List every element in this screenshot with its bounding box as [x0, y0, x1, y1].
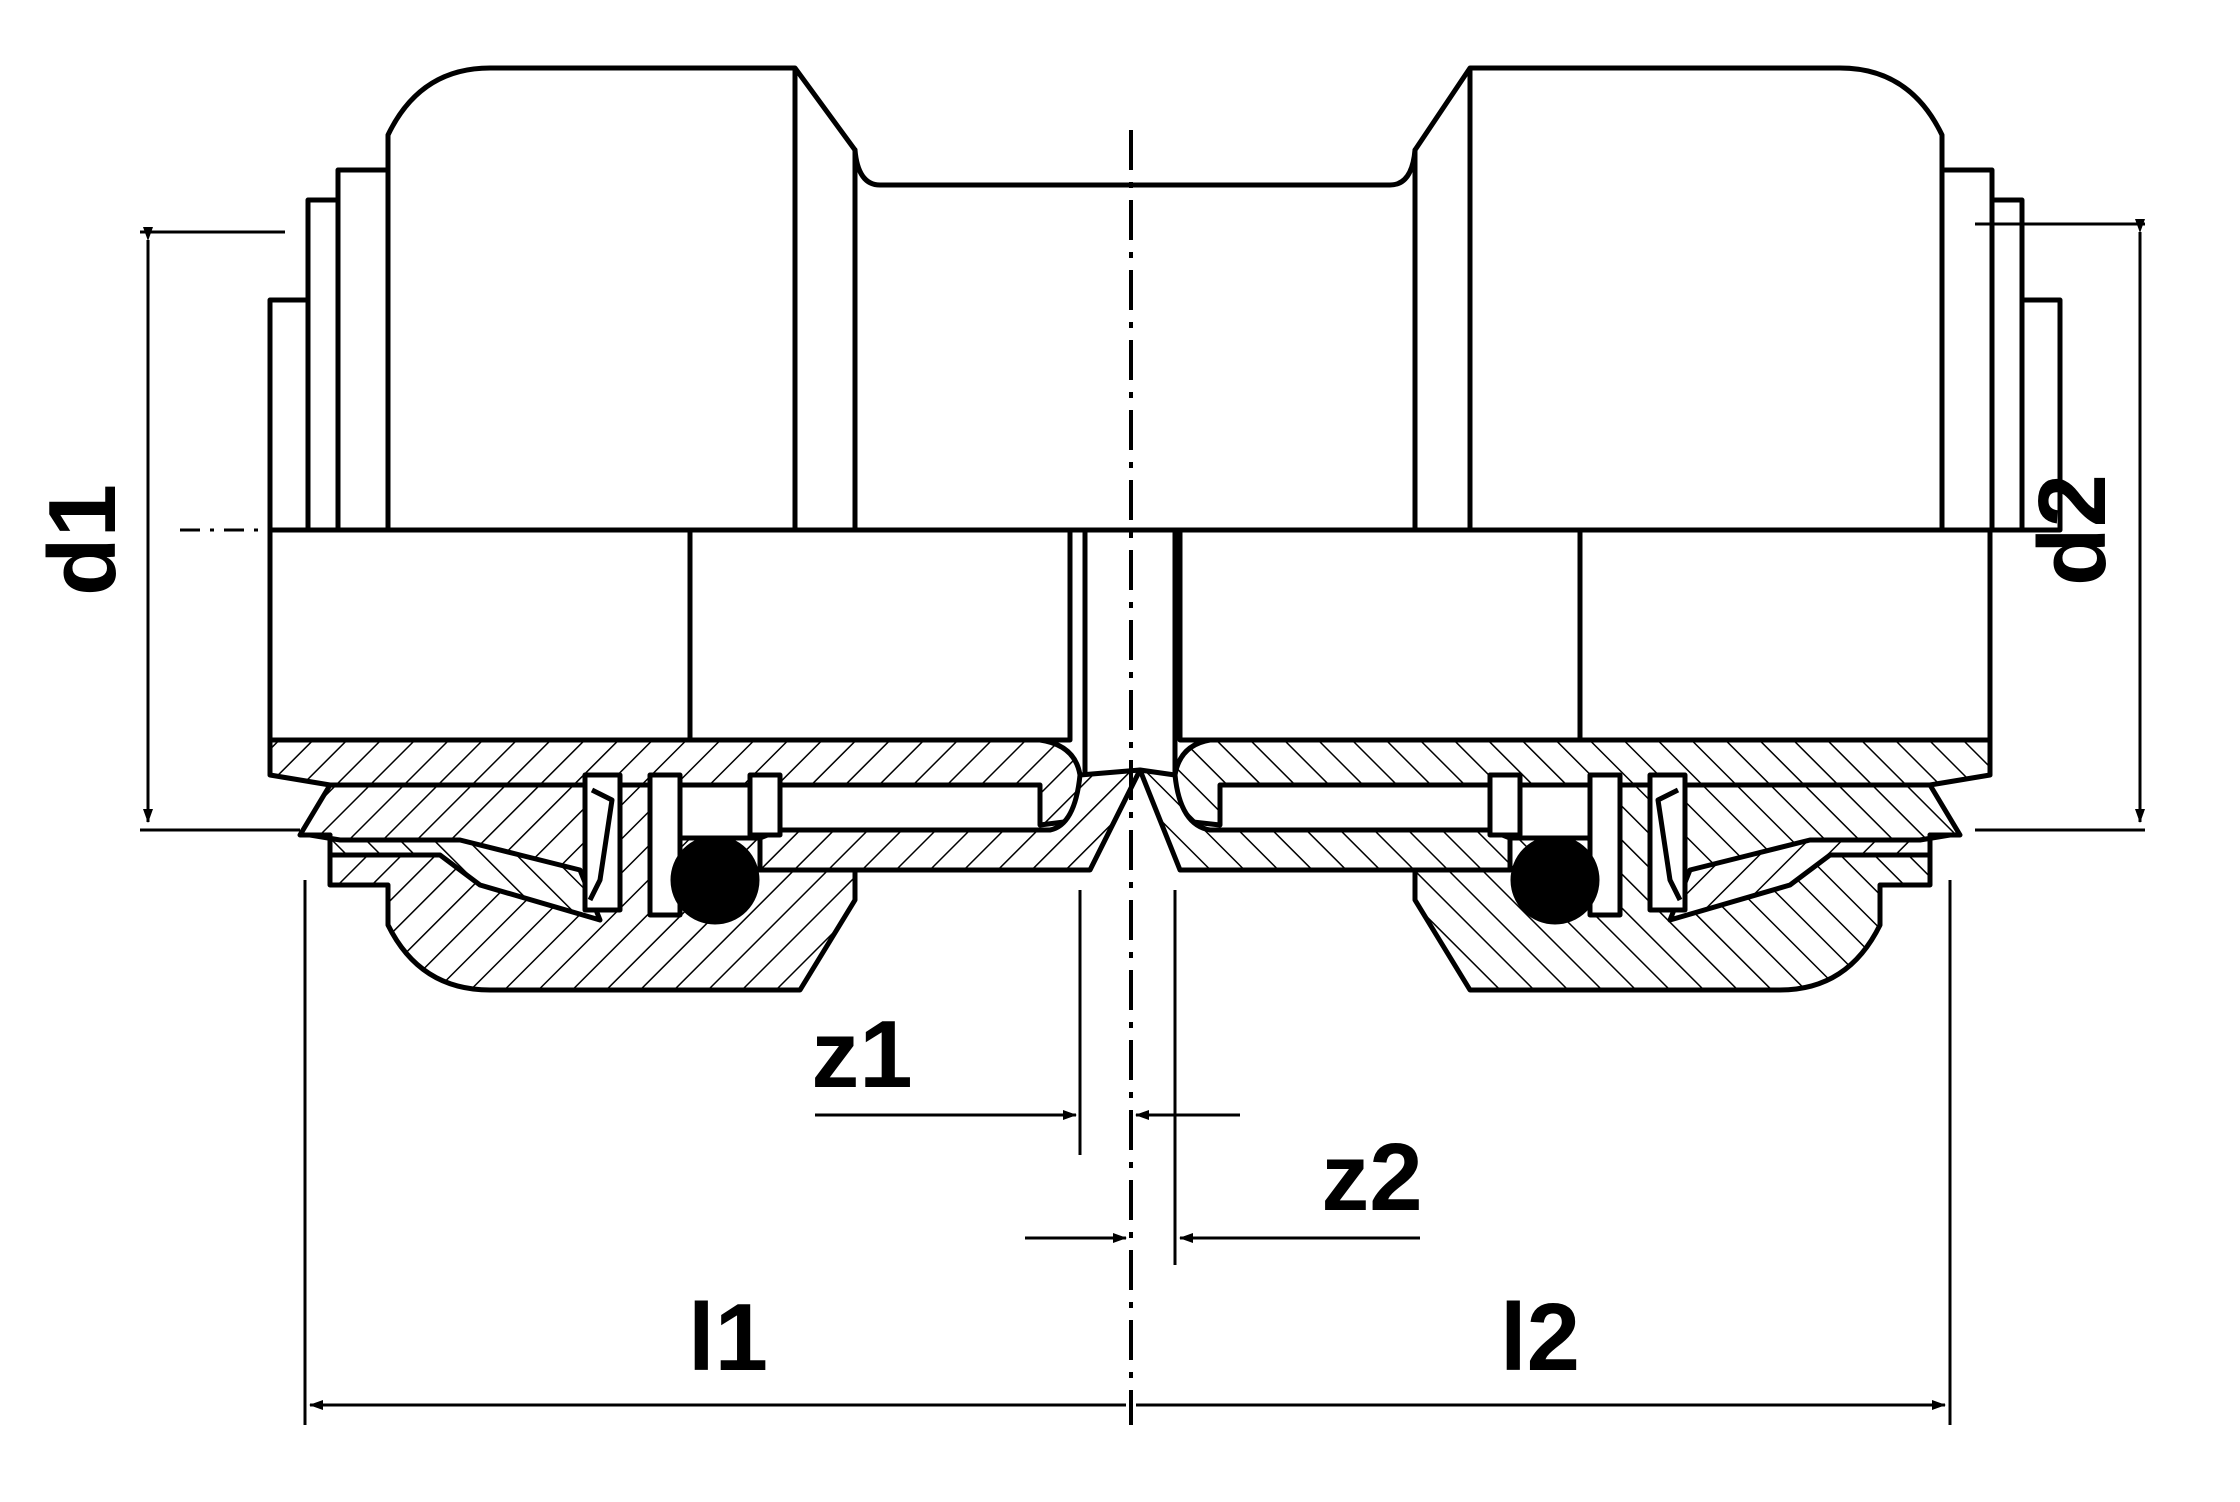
label-z2: z2	[1321, 1124, 1422, 1231]
center-neck	[852, 147, 1418, 533]
label-d1: d1	[29, 484, 136, 596]
left-body-outer	[385, 65, 858, 533]
right-o-ring-seal	[1510, 835, 1600, 925]
label-d2: d2	[2019, 474, 2126, 586]
label-z1: z1	[811, 1001, 912, 1108]
dimension-d1	[140, 227, 300, 832]
right-inserted-pipe	[1177, 527, 1993, 743]
left-section	[267, 737, 1143, 993]
dimension-z1	[815, 890, 1240, 1155]
pipe-gap	[1082, 530, 1178, 775]
label-l1: l1	[688, 1284, 768, 1391]
right-section	[1137, 737, 1993, 993]
right-body-outer	[1412, 65, 1945, 533]
left-o-ring-seal	[670, 835, 760, 925]
dimension-z2	[1025, 890, 1420, 1265]
left-pipe-outer	[267, 167, 391, 533]
right-pipe-outer	[1939, 167, 2063, 533]
dimension-d2	[1975, 219, 2145, 832]
dimension-l1-l2	[303, 880, 1952, 1425]
left-inserted-pipe	[267, 527, 1073, 743]
label-l2: l2	[1500, 1284, 1580, 1391]
